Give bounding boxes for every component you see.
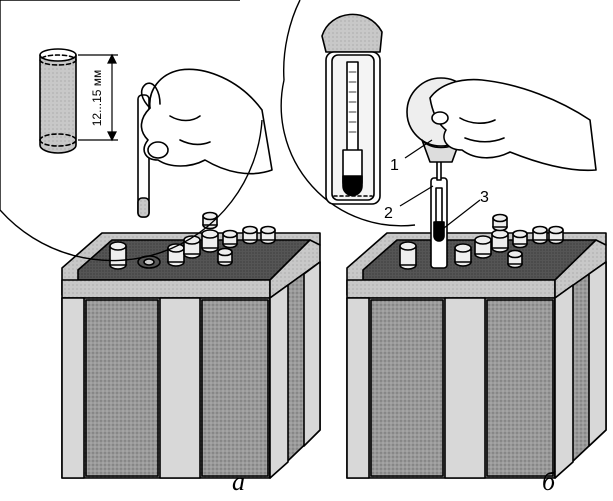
panel-b: 1 2 3 б	[280, 0, 607, 496]
magnified-hydrometer-b	[321, 13, 383, 205]
magnifier-circle-a	[0, 0, 263, 262]
battery-b	[346, 213, 607, 479]
callout-2: 2	[384, 205, 393, 222]
dimension-label: 12...15 мм	[90, 70, 104, 127]
hand-b	[429, 78, 597, 172]
dimension-arrow	[78, 53, 118, 142]
battery-a	[61, 211, 321, 479]
caption-b: б	[542, 467, 556, 496]
magnifier-circle-b	[280, 0, 416, 227]
caption-a: а	[232, 467, 245, 496]
panel-a: 12...15 мм а	[0, 0, 321, 496]
callout-leaders	[399, 139, 481, 229]
callout-3: 3	[480, 189, 489, 206]
hand-a	[140, 68, 273, 175]
magnified-tube-a	[39, 48, 77, 154]
callout-1: 1	[390, 157, 399, 174]
